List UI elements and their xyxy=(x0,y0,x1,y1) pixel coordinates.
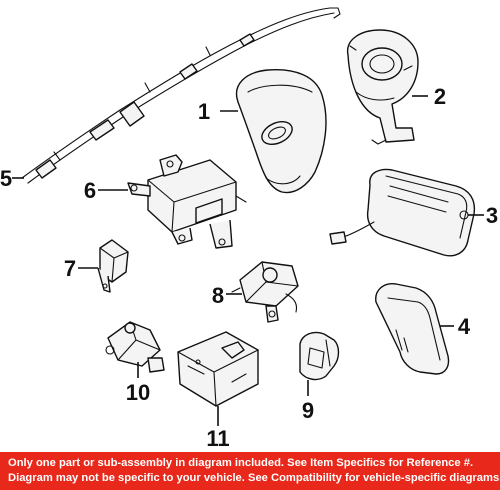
part-8-occupant-sensor xyxy=(231,261,299,323)
part-3-passenger-airbag xyxy=(329,168,476,257)
part-6-control-module xyxy=(127,154,247,249)
callout-labels: 1 2 3 4 5 6 7 8 9 10 11 xyxy=(0,84,498,451)
part-4-knee-airbag xyxy=(375,283,450,375)
part-5-curtain-airbag xyxy=(21,7,341,184)
leader-lines xyxy=(12,95,484,426)
callout-10: 10 xyxy=(126,380,150,405)
part-11-sensor-module xyxy=(177,331,259,407)
part-1-driver-airbag xyxy=(235,69,327,194)
part-7-impact-sensor xyxy=(97,239,129,293)
disclaimer-banner: Only one part or sub-assembly in diagram… xyxy=(0,452,500,490)
callout-3: 3 xyxy=(486,203,498,228)
part-2-clock-spring xyxy=(346,29,419,145)
callout-6: 6 xyxy=(84,178,96,203)
callout-11: 11 xyxy=(206,426,229,451)
callout-9: 9 xyxy=(302,398,314,423)
callout-2: 2 xyxy=(434,84,446,109)
callout-5: 5 xyxy=(0,166,12,191)
callout-7: 7 xyxy=(64,256,76,281)
callout-8: 8 xyxy=(212,283,224,308)
callout-4: 4 xyxy=(458,314,471,339)
disclaimer-line-2: Diagram may not be specific to your vehi… xyxy=(8,472,500,484)
disclaimer-line-1: Only one part or sub-assembly in diagram… xyxy=(8,457,474,469)
parts-diagram: 1 2 3 4 5 6 7 8 9 10 11 xyxy=(0,7,498,451)
callout-1: 1 xyxy=(198,99,210,124)
part-9-buckle-sensor xyxy=(299,331,340,381)
part-10-side-sensor xyxy=(105,321,165,373)
